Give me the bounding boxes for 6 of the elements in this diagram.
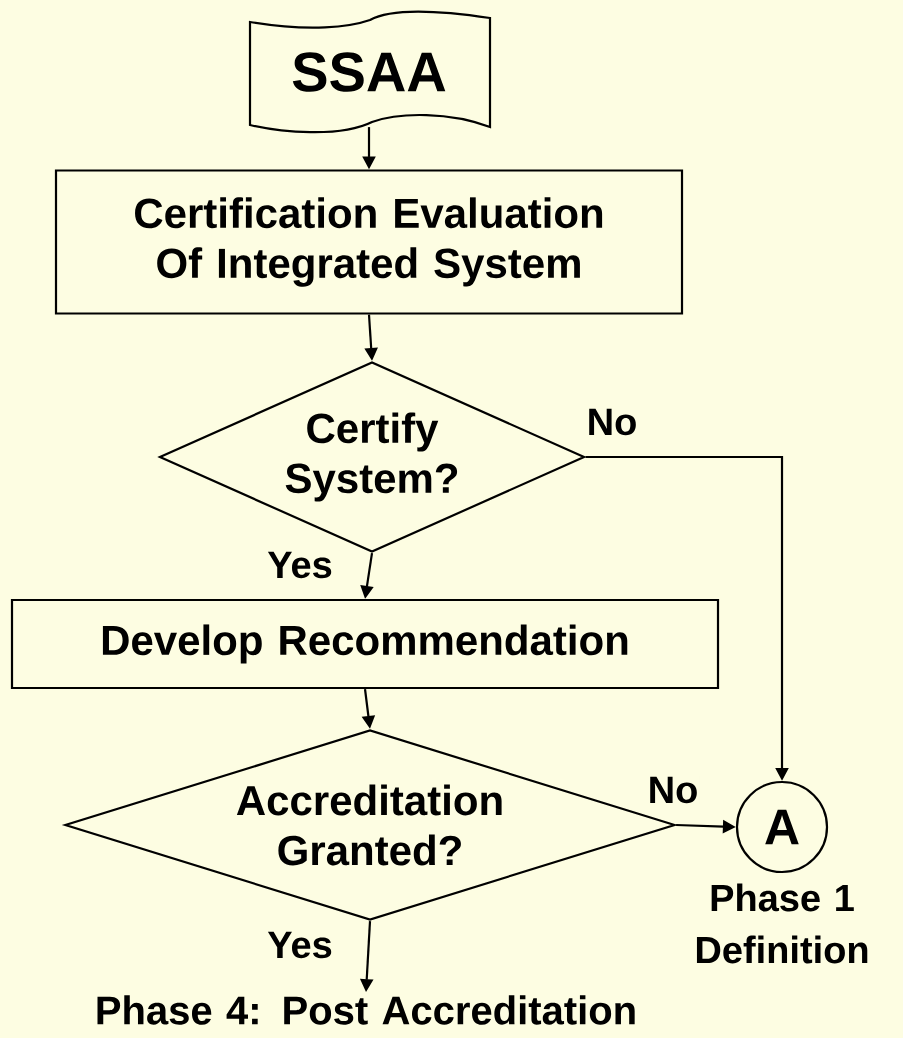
- edge-label: Yes: [266, 930, 334, 960]
- end-text: Phase 4: Post Accreditation: [97, 995, 635, 1025]
- process-box: Develop Recommendation: [10, 598, 720, 690]
- edge-label: Yes: [266, 550, 334, 580]
- caption-text: Phase 1 Definition: [696, 883, 868, 964]
- process-box: Certification Evaluation Of Integrated System: [54, 169, 684, 315]
